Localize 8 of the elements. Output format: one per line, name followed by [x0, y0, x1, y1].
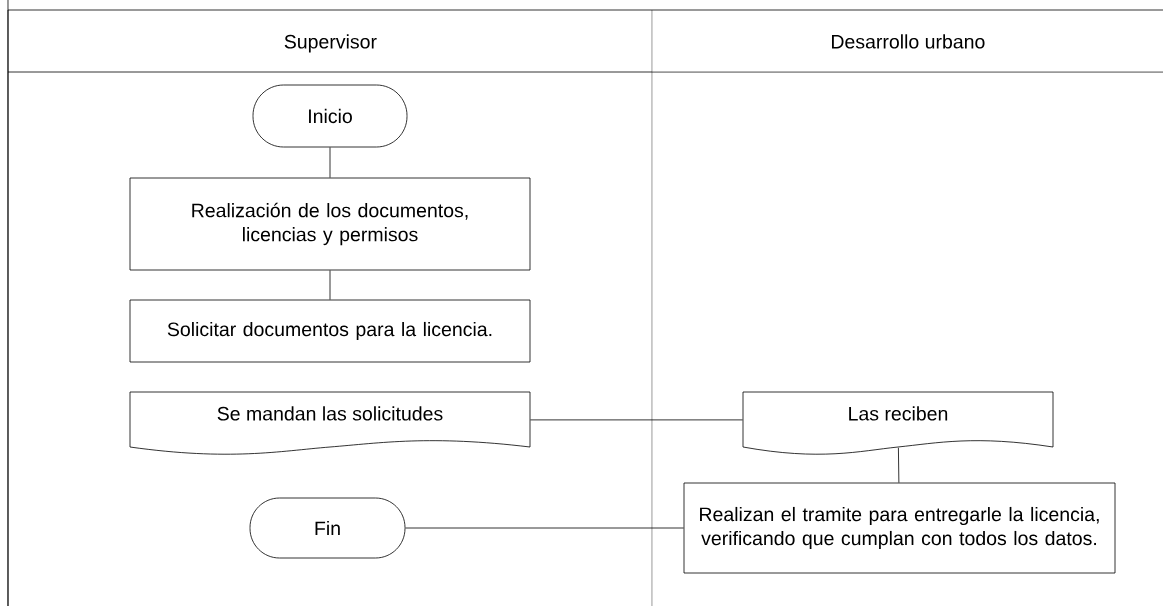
process-box: Realización de los documentos, licencias y permisos [129, 177, 531, 271]
connector-line [405, 527, 684, 529]
connector-line [898, 447, 900, 483]
connector-line [530, 419, 743, 421]
process-box: Realizan el tramite para entregarle la licencia, verificando que cumplan con todos los datos. [683, 482, 1116, 574]
connector-line [329, 147, 331, 178]
connector-line [329, 270, 331, 300]
process-box: Solicitar documentos para la licencia. [129, 299, 531, 363]
